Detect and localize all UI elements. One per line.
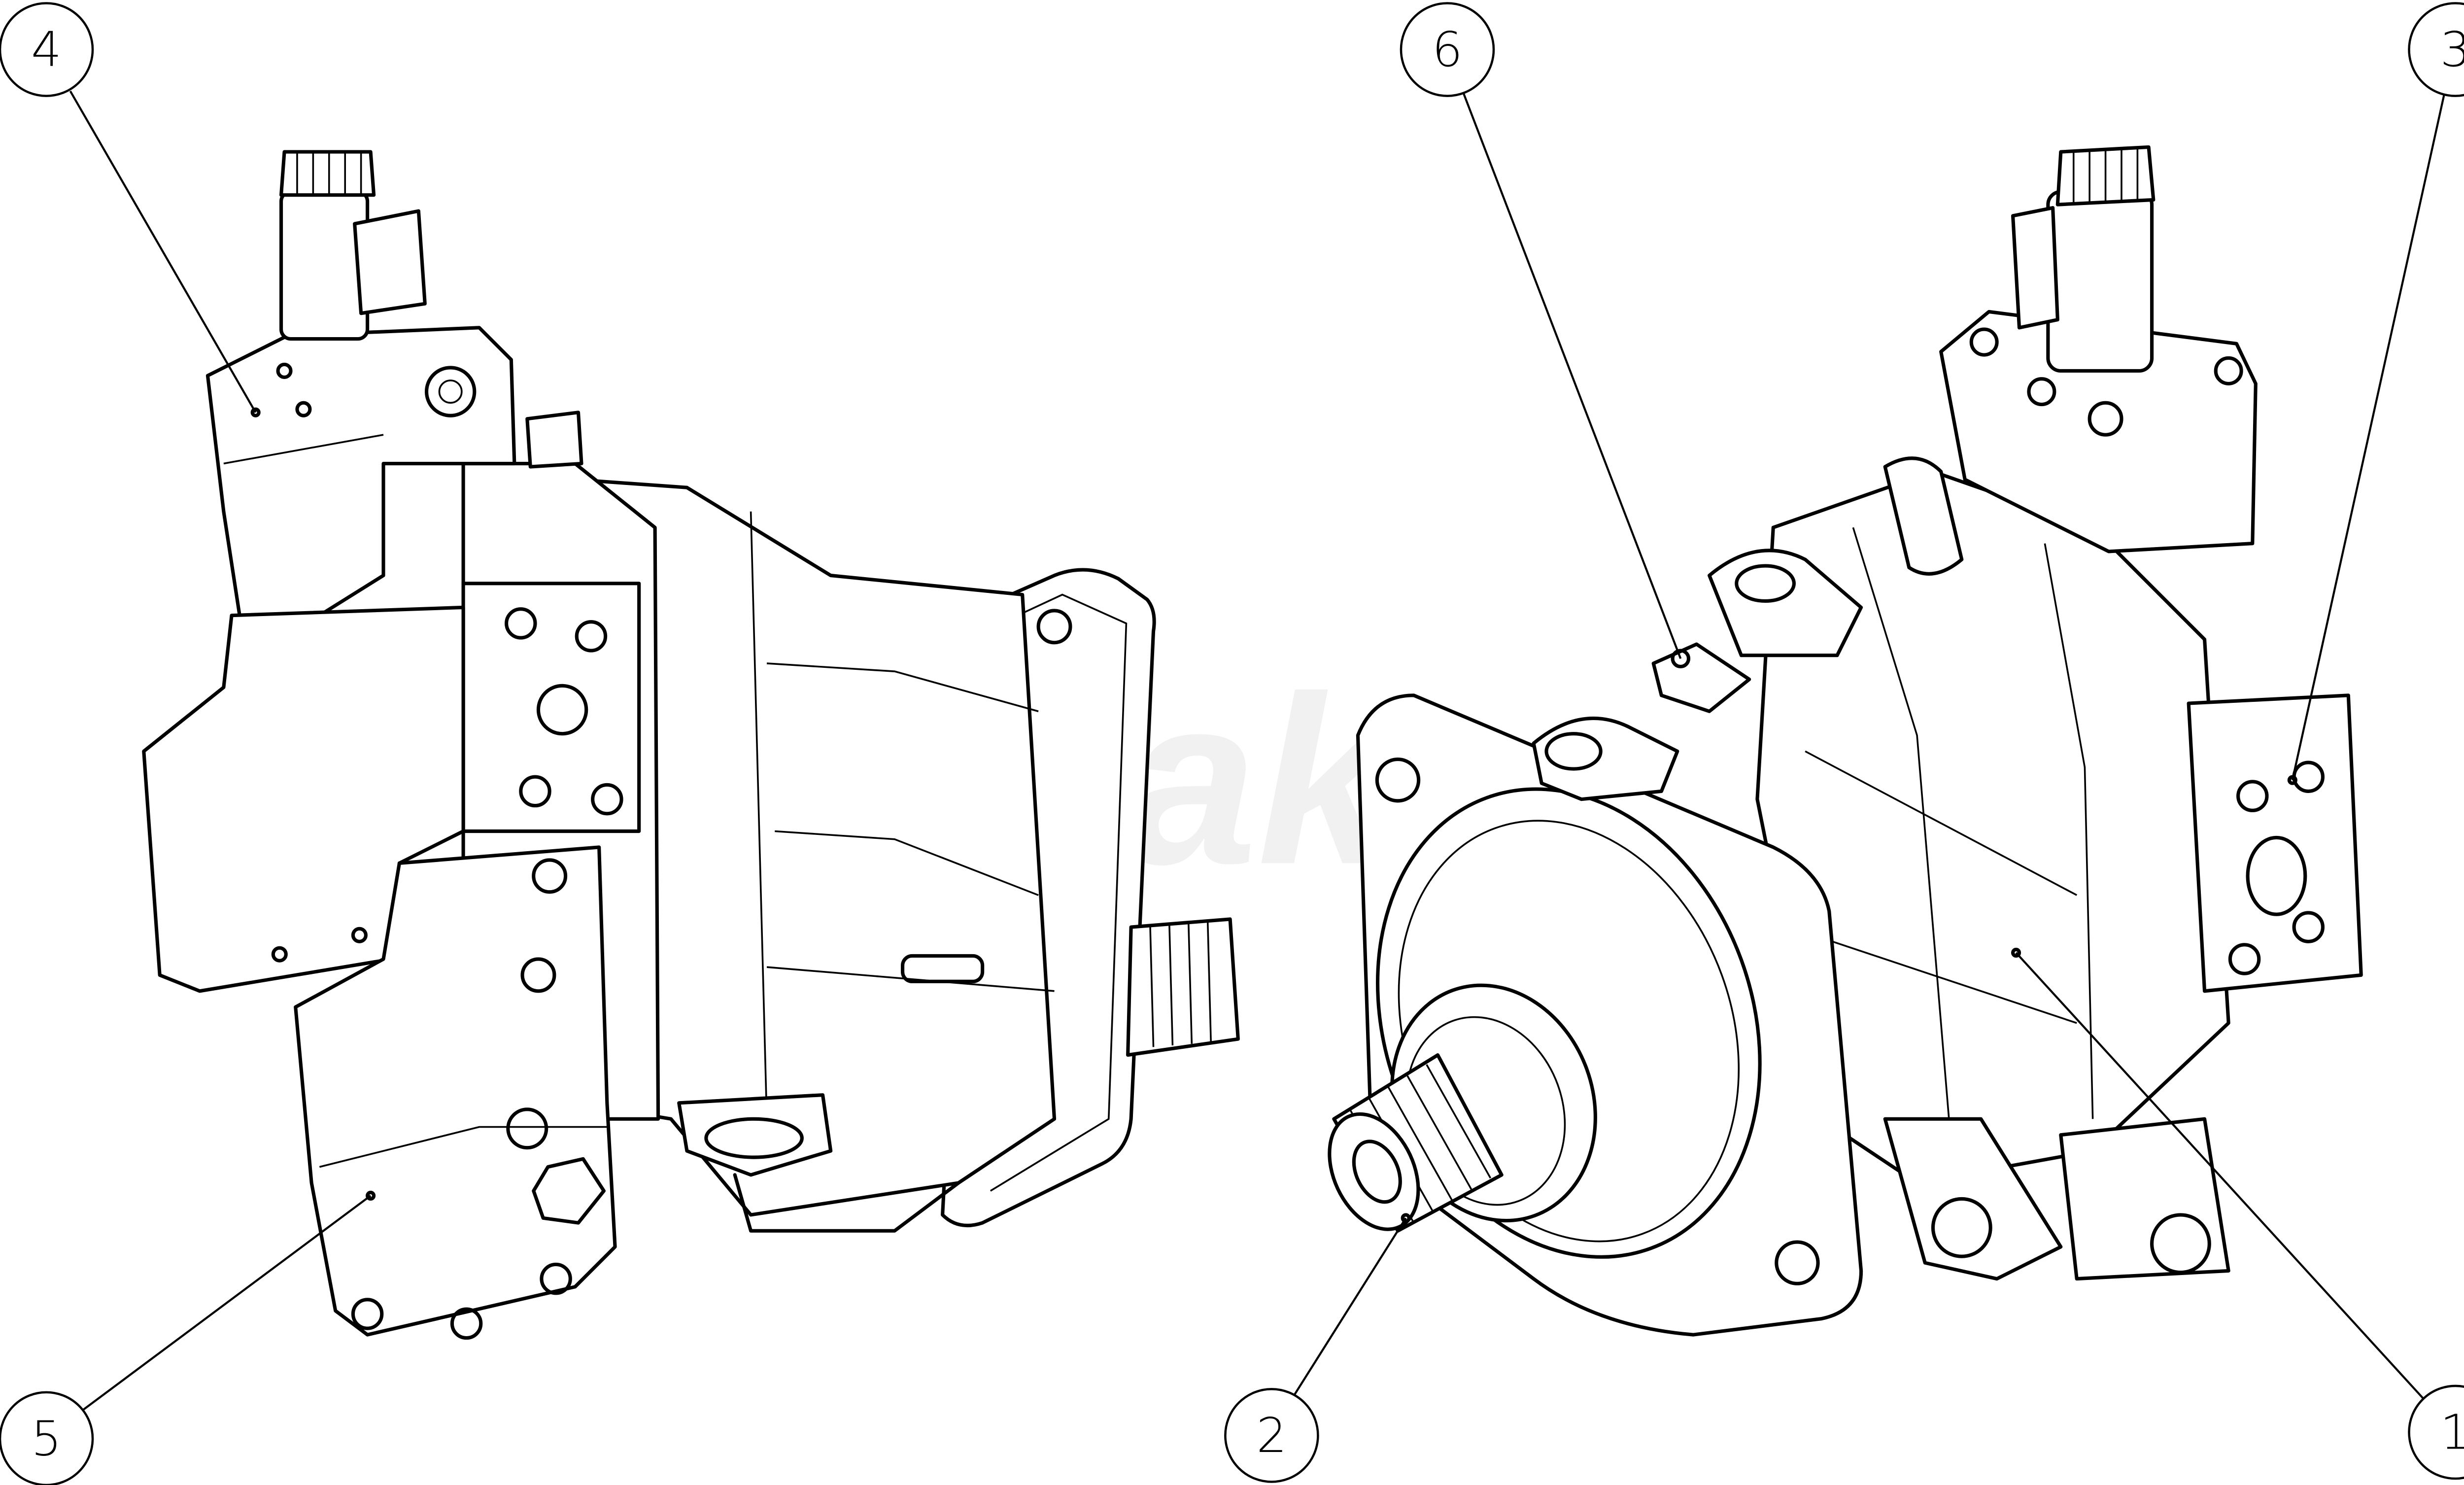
callout-circle [2408,1384,2464,1480]
callout-circle [0,1391,94,1485]
callout-6: 6 [1400,2,1682,659]
callout-number: 4 [31,22,62,77]
callout-2: 2 [1224,1217,1407,1483]
callout-5: 5 [0,1195,372,1485]
callout-number: 1 [2440,1404,2464,1460]
callout-number: 5 [31,1411,62,1466]
callout-1: 1 [2015,952,2464,1480]
callout-3: 3 [2291,2,2464,781]
callout-number: 3 [2440,22,2464,77]
callout-circle [1224,1388,1319,1483]
callout-number: 2 [1256,1408,1287,1463]
right-motor-view [1328,145,2363,1337]
callout-4: 4 [0,2,257,413]
callout-circle [0,2,94,97]
callout-circle [2408,2,2464,97]
callout-circle [1400,2,1495,97]
left-motor-view [142,150,1240,1340]
callout-number: 6 [1432,22,1463,77]
